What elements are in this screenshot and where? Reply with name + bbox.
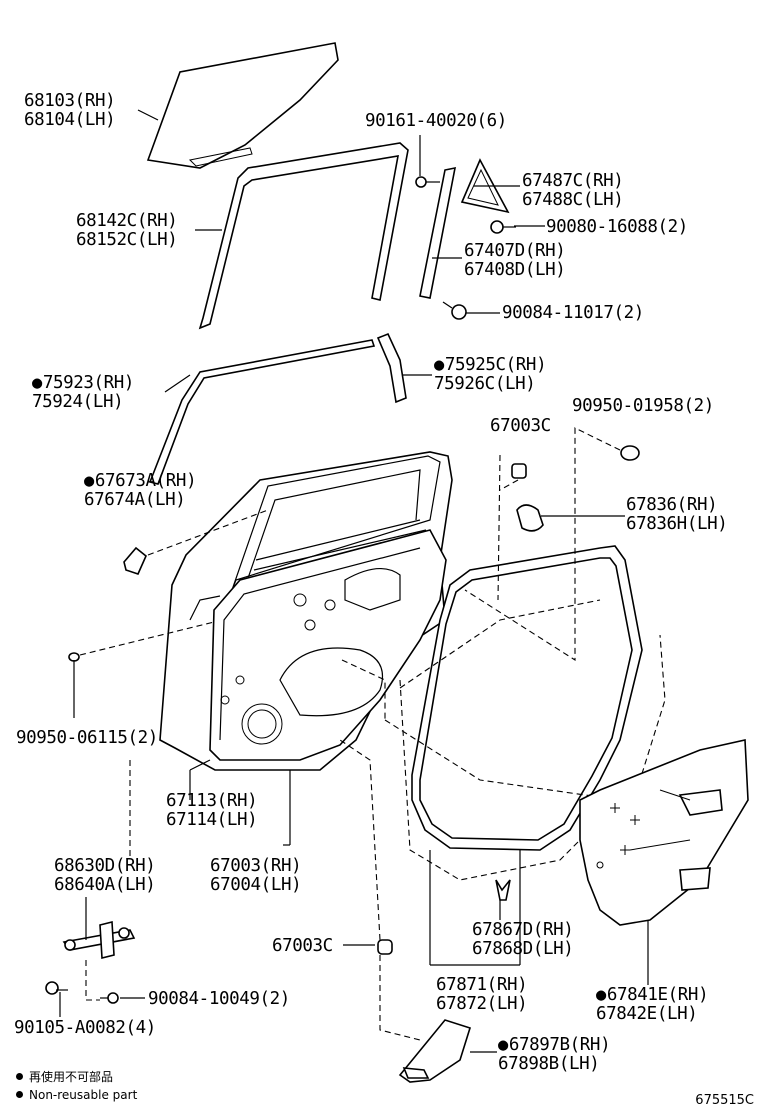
service-hole-cover xyxy=(579,739,749,926)
label-67841: 67841E(RH) 67842E(LH) xyxy=(596,986,709,1024)
label-67871: 67871(RH) 67872(LH) xyxy=(436,975,528,1014)
legend-en: Non-reusable part xyxy=(16,1088,137,1102)
diagram-code: 675515C xyxy=(695,1093,754,1108)
legend-jp: 再使用不可部品 xyxy=(16,1070,113,1084)
label-90950-06115: 90950-06115(2) xyxy=(16,728,158,748)
glass-run xyxy=(198,142,409,330)
clip-67003c-lower xyxy=(377,939,393,955)
label-90080: 90080-16088(2) xyxy=(546,217,688,237)
belt-moulding xyxy=(148,339,376,485)
label-67673: 67673A(RH) 67674A(LH) xyxy=(84,472,197,510)
label-90084-10049: 90084-10049(2) xyxy=(148,989,290,1009)
clip-67673 xyxy=(123,546,147,575)
hole-plug-06115 xyxy=(68,652,80,662)
rear-lower-frame xyxy=(419,166,457,299)
hole-plug xyxy=(620,445,640,461)
bolt-90105 xyxy=(45,981,68,995)
label-67003c-top: 67003C xyxy=(490,416,551,436)
clip-67867 xyxy=(495,879,511,901)
door-glass xyxy=(146,42,339,169)
bracket-67897 xyxy=(398,1019,472,1083)
screw-90161 xyxy=(415,176,440,188)
label-90161: 90161-40020(6) xyxy=(365,111,507,131)
label-67897: 67897B(RH) 67898B(LH) xyxy=(498,1036,611,1074)
label-75925: 75925C(RH) 75926C(LH) xyxy=(434,356,547,394)
label-68103: 68103(RH) 68104(LH) xyxy=(24,91,116,130)
label-67867: 67867D(RH) 67868D(LH) xyxy=(472,920,574,959)
seal-67836 xyxy=(516,504,544,532)
label-90084-11017: 90084-11017(2) xyxy=(502,303,644,323)
window-garnish xyxy=(376,332,407,404)
clip-67003c xyxy=(511,463,527,479)
label-67003: 67003(RH) 67004(LH) xyxy=(210,856,302,895)
screw-90080 xyxy=(490,220,516,234)
screw-90084 xyxy=(442,301,467,320)
bolt-90084-10049 xyxy=(100,992,119,1004)
label-90105: 90105-A0082(4) xyxy=(14,1018,156,1038)
label-68142: 68142C(RH) 68152C(LH) xyxy=(76,211,178,250)
label-67003c-lower: 67003C xyxy=(272,936,333,956)
label-67113: 67113(RH) 67114(LH) xyxy=(166,791,258,830)
label-75923: 75923(RH) 75924(LH) xyxy=(32,374,134,412)
label-67836: 67836(RH) 67836H(LH) xyxy=(626,495,728,534)
label-67407: 67407D(RH) 67408D(LH) xyxy=(464,241,566,280)
label-67487: 67487C(RH) 67488C(LH) xyxy=(522,171,624,210)
label-90950-01958: 90950-01958(2) xyxy=(572,396,714,416)
label-68630: 68630D(RH) 68640A(LH) xyxy=(54,856,156,895)
